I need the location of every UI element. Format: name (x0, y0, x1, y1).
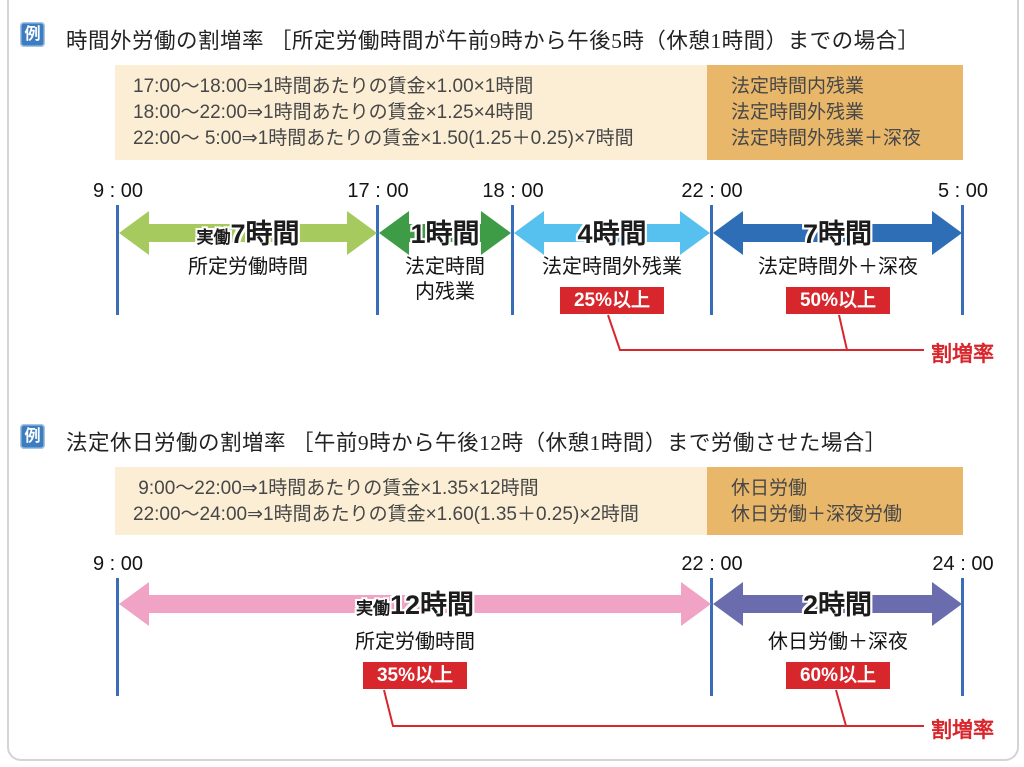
formula-row: 9:00～22:00⇒1時間あたりの賃金×1.35×12時間 (133, 478, 539, 499)
segment-arrow-prescribed-hours: 実働7時間 (119, 211, 377, 255)
rate-word: 割増率 (931, 719, 994, 742)
segment-label: 休日労働＋深夜 (768, 631, 908, 653)
rate-badge: 35%以上 (362, 662, 468, 689)
time-label: 24 : 00 (932, 553, 994, 575)
duration-label: 2時間 (802, 590, 873, 620)
arrow-bar (145, 595, 685, 613)
segment-label: 法定時間外残業 (542, 256, 682, 278)
rate-word: 割増率 (931, 343, 994, 366)
rate-badge: 50%以上 (785, 287, 891, 314)
formula-label-column: 法定時間内残業 法定時間外残業 法定時間外残業＋深夜 (707, 65, 963, 160)
arrow-bar (540, 224, 684, 242)
arrowhead-right (347, 211, 377, 255)
timeline-tick (376, 205, 379, 315)
arrowhead-right (932, 582, 962, 626)
formula-label: 休日労働 (731, 478, 808, 499)
section2-formula-box: 9:00～22:00⇒1時間あたりの賃金×1.35×12時間 22:00～24:… (115, 467, 963, 535)
arrowhead-left (713, 582, 743, 626)
arrowhead-left (514, 211, 544, 255)
arrow-bar (145, 224, 351, 242)
formula-label: 法定時間外残業 (731, 102, 865, 123)
formula-column: 17:00～18:00⇒1時間あたりの賃金×1.00×1時間 18:00～22:… (115, 65, 707, 160)
example-badge: 例 (20, 424, 45, 449)
segment-arrow-holiday-plus-night: 2時間 (713, 582, 962, 626)
formula-row: 17:00～18:00⇒1時間あたりの賃金×1.00×1時間 (133, 76, 534, 97)
formula-row: 22:00～ 5:00⇒1時間あたりの賃金×1.50(1.25＋0.25)×7時… (133, 128, 634, 149)
time-label: 9 : 00 (92, 553, 144, 575)
arrowhead-right (681, 582, 711, 626)
arrowhead-left (119, 211, 149, 255)
arrowhead-left (713, 211, 743, 255)
duration-label: 実働12時間 (355, 590, 475, 620)
segment-arrow-statutory-overtime: 4時間 (514, 211, 710, 255)
arrowhead-right (481, 211, 511, 255)
arrowhead-left (379, 211, 409, 255)
duration-label: 実働7時間 (196, 219, 300, 249)
time-label: 22 : 00 (681, 180, 743, 202)
duration-label: 1時間 (410, 219, 480, 249)
arrowhead-left (119, 582, 149, 626)
rate-badge: 60%以上 (785, 662, 891, 689)
segment-arrow-overtime-plus-night: 7時間 (713, 211, 962, 255)
arrow-bar (739, 224, 936, 242)
duration-label: 7時間 (802, 219, 873, 249)
time-label: 9 : 00 (92, 180, 144, 202)
timeline-tick (961, 578, 964, 696)
timeline-tick (116, 205, 119, 315)
example-badge: 例 (20, 22, 45, 47)
rate-badge: 25%以上 (559, 287, 665, 314)
formula-label: 法定時間外残業＋深夜 (731, 128, 922, 149)
section1-title: 時間外労働の割増率 ［所定労働時間が午前9時から午後5時（休憩1時間）までの場合… (66, 29, 920, 53)
segment-label: 所定労働時間 (188, 256, 308, 278)
time-label: 18 : 00 (482, 180, 544, 202)
duration-label: 4時間 (577, 219, 647, 249)
formula-row: 18:00～22:00⇒1時間あたりの賃金×1.25×4時間 (133, 102, 534, 123)
time-label: 17 : 00 (347, 180, 409, 202)
segment-arrow-within-statutory-overtime: 1時間 (379, 211, 511, 255)
timeline-tick (961, 205, 964, 315)
arrow-bar (739, 595, 936, 613)
formula-label-column: 休日労働 休日労働＋深夜労働 (707, 467, 963, 535)
formula-label: 休日労働＋深夜労働 (731, 504, 903, 525)
timeline-tick (511, 205, 514, 315)
time-label: 22 : 00 (681, 553, 743, 575)
section2-title: 法定休日労働の割増率 ［午前9時から午後12時（休憩1時間）まで労働させた場合］ (66, 431, 887, 455)
time-label: 5 : 00 (937, 180, 989, 202)
formula-label: 法定時間内残業 (731, 76, 865, 97)
segment-arrow-holiday-work: 実働12時間 (119, 582, 711, 626)
arrow-bar (405, 224, 485, 242)
segment-label: 法定時間 内残業 (405, 256, 485, 303)
arrowhead-right (680, 211, 710, 255)
formula-column: 9:00～22:00⇒1時間あたりの賃金×1.35×12時間 22:00～24:… (115, 467, 707, 535)
timeline-tick (710, 578, 713, 696)
timeline-tick (116, 578, 119, 696)
timeline-tick (710, 205, 713, 315)
section1-formula-box: 17:00～18:00⇒1時間あたりの賃金×1.00×1時間 18:00～22:… (115, 65, 963, 160)
segment-label: 所定労働時間 (355, 631, 475, 653)
arrowhead-right (932, 211, 962, 255)
segment-label: 法定時間外＋深夜 (758, 256, 918, 278)
formula-row: 22:00～24:00⇒1時間あたりの賃金×1.60(1.35＋0.25)×2時… (133, 504, 639, 525)
